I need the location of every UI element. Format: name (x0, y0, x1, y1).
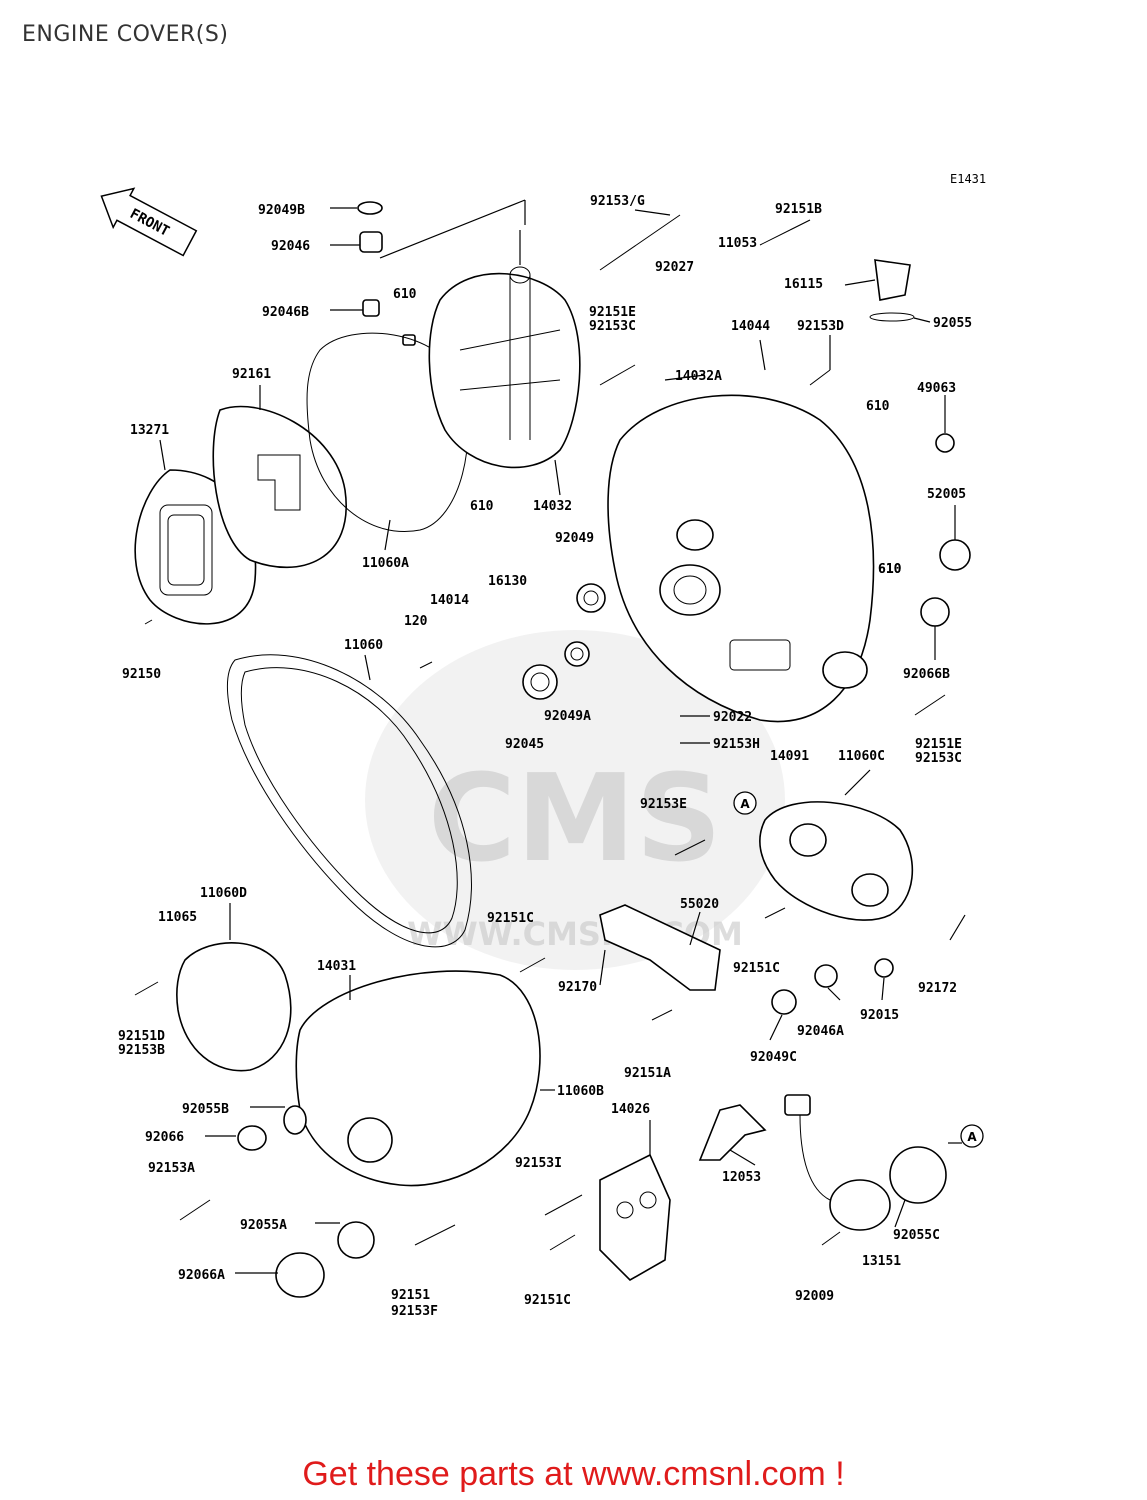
part-number-label: 92151 (391, 1288, 430, 1303)
part-number-label: 16130 (488, 574, 527, 589)
part-number-label: 92151C (524, 1293, 571, 1308)
part-number-label: 92055A (240, 1218, 287, 1233)
part-number-label: 92153H (713, 737, 760, 752)
part-number-label: 52005 (927, 487, 966, 502)
front-arrow-icon: FRONT (100, 187, 198, 257)
part-number-label: 13271 (130, 423, 169, 438)
part-number-label: 92049C (750, 1050, 797, 1065)
part-number-label: 14044 (731, 319, 770, 334)
part-number-label: 92022 (713, 710, 752, 725)
part-number-label: 92150 (122, 667, 161, 682)
watermark: CMS WWW.CMSNL.COM (365, 630, 785, 970)
part-number-label: 92172 (918, 981, 957, 996)
part-number-label: 11053 (718, 236, 757, 251)
part-number-label: 610 (393, 287, 417, 302)
part-number-label: 11060C (838, 749, 885, 764)
part-number-label: 92151E (589, 305, 636, 320)
callout-letter: A (967, 1130, 977, 1144)
callout-letter: A (740, 797, 750, 811)
part-number-label: 11060A (362, 556, 409, 571)
part-number-label: 92153D (797, 319, 844, 334)
part-number-label: 92046A (797, 1024, 844, 1039)
part-number-label: 92153/G (590, 194, 645, 209)
part-number-label: 92153F (391, 1304, 438, 1319)
part-number-label: 11060B (557, 1084, 604, 1099)
part-number-label: 92153C (915, 751, 962, 766)
part-number-label: 92046 (271, 239, 310, 254)
part-number-label: 92055B (182, 1102, 229, 1117)
part-number-label: 610 (878, 562, 902, 577)
part-number-label: 92161 (232, 367, 271, 382)
part-number-label: 92049 (555, 531, 594, 546)
part-number-label: 92015 (860, 1008, 899, 1023)
part-number-label: 11060 (344, 638, 383, 653)
part-number-label: 92151C (733, 961, 780, 976)
part-number-label: 92049B (258, 203, 305, 218)
part-number-label: 92009 (795, 1289, 834, 1304)
part-number-label: 14091 (770, 749, 809, 764)
part-labels: 92049B 92046 92046B 610 92161 13271 9215… (118, 194, 972, 1319)
part-number-label: 92066A (178, 1268, 225, 1283)
part-number-label: 92153A (148, 1161, 195, 1176)
part-number-label: 14031 (317, 959, 356, 974)
page-title: ENGINE COVER(S) (22, 22, 229, 47)
exploded-parts-diagram: CMS WWW.CMSNL.COM FRONT (100, 187, 984, 1319)
part-number-label: 92046B (262, 305, 309, 320)
part-number-label: 92151B (775, 202, 822, 217)
part-number-label: 120 (404, 614, 428, 629)
part-number-label: 610 (866, 399, 890, 414)
part-number-label: 92055C (893, 1228, 940, 1243)
watermark-logo-text: CMS (428, 750, 722, 889)
part-number-label: 16115 (784, 277, 823, 292)
diagram-code: E1431 (950, 172, 987, 186)
part-number-label: 11065 (158, 910, 197, 925)
part-number-label: 92151E (915, 737, 962, 752)
part-number-label: 14032A (675, 369, 722, 384)
callout-a-top: A (733, 791, 757, 815)
part-number-label: 92153I (515, 1156, 562, 1171)
part-number-label: 92153E (640, 797, 687, 812)
part-number-label: 610 (470, 499, 494, 514)
part-number-label: 92045 (505, 737, 544, 752)
part-number-label: 92055 (933, 316, 972, 331)
part-number-label: 14014 (430, 593, 469, 608)
part-number-label: 14026 (611, 1102, 650, 1117)
part-number-label: 92153C (589, 319, 636, 334)
part-number-label: 610 (878, 562, 902, 577)
footer-link-text[interactable]: Get these parts at www.cmsnl.com ! (302, 1455, 845, 1493)
part-drawings (134, 201, 971, 1298)
part-number-label: 14032 (533, 499, 572, 514)
part-number-label: 92027 (655, 260, 694, 275)
callout-a-bottom: A (960, 1124, 984, 1148)
part-number-label: 55020 (680, 897, 719, 912)
part-number-label: 92153B (118, 1043, 165, 1058)
leader-lines (159, 199, 966, 1274)
part-number-label: 92151C (487, 911, 534, 926)
part-number-label: 49063 (917, 381, 956, 396)
part-number-label: 92066 (145, 1130, 184, 1145)
part-number-label: 92049A (544, 709, 591, 724)
part-number-label: 11060D (200, 886, 247, 901)
part-number-label: 13151 (862, 1254, 901, 1269)
part-number-label: 92066B (903, 667, 950, 682)
part-number-label: 92151D (118, 1029, 165, 1044)
part-number-label: 92151A (624, 1066, 671, 1081)
part-number-label: 92170 (558, 980, 597, 995)
part-number-label: 12053 (722, 1170, 761, 1185)
